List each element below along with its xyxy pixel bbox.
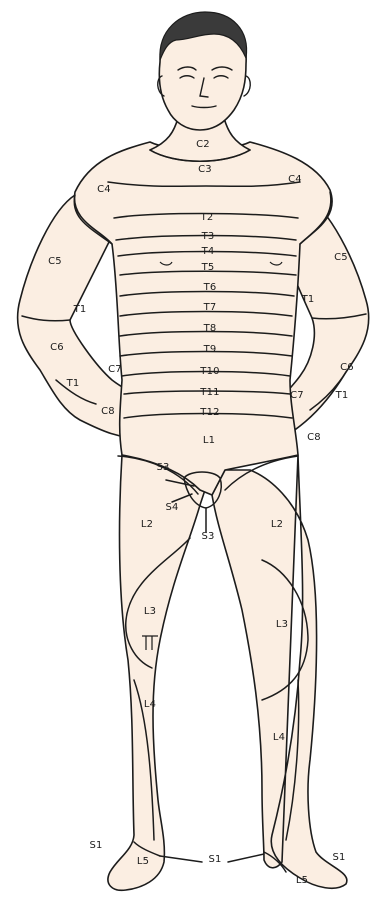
label-l3-right-side: L3 bbox=[144, 607, 156, 617]
label-c6-right-side: C6 bbox=[50, 343, 64, 353]
label-t4: T4 bbox=[202, 247, 215, 257]
label-l2-right-side: L2 bbox=[141, 520, 153, 530]
label-c4-left-side: C4 bbox=[288, 175, 302, 185]
label-s4: S4 bbox=[165, 503, 178, 513]
label-c7-right-side: C7 bbox=[108, 365, 122, 375]
label-l1: L1 bbox=[203, 436, 215, 446]
label-t3: T3 bbox=[202, 232, 215, 242]
label-t6: T6 bbox=[204, 283, 217, 293]
label-t8: T8 bbox=[204, 324, 217, 334]
label-s1-center: S1 bbox=[208, 855, 221, 865]
label-t10: T10 bbox=[200, 367, 219, 377]
label-t2: T2 bbox=[201, 213, 214, 223]
label-t1-arm-left-side: T1 bbox=[302, 295, 315, 305]
label-t12: T12 bbox=[200, 408, 219, 418]
label-l5-left-side: L5 bbox=[296, 876, 308, 886]
label-l2-left-side: L2 bbox=[271, 520, 283, 530]
label-c6-left-side: C6 bbox=[340, 363, 354, 373]
label-c5-right-side: C5 bbox=[48, 257, 62, 267]
label-l4-right-side: L4 bbox=[144, 700, 156, 710]
label-c4-right-side: C4 bbox=[97, 185, 111, 195]
label-t7: T7 bbox=[204, 303, 217, 313]
label-l4-left-side: L4 bbox=[273, 733, 285, 743]
label-s3-lower: S3 bbox=[201, 532, 214, 542]
label-l5-right-side: L5 bbox=[137, 857, 149, 867]
right-leg-outline bbox=[108, 455, 205, 890]
label-t11: T11 bbox=[200, 388, 219, 398]
label-c5-left-side: C5 bbox=[334, 253, 348, 263]
label-t1-forearm-right-side: T1 bbox=[67, 379, 80, 389]
label-c7-left-side: C7 bbox=[290, 391, 304, 401]
label-c8-right-side: C8 bbox=[101, 407, 115, 417]
label-t1-arm-right-side: T1 bbox=[74, 305, 87, 315]
label-c2: C2 bbox=[196, 140, 210, 150]
label-t1-forearm-left-side: T1 bbox=[336, 391, 349, 401]
label-s1-right-side: S1 bbox=[89, 841, 102, 851]
label-s1-left-side: S1 bbox=[332, 853, 345, 863]
label-s3-upper: S3 bbox=[156, 463, 169, 473]
label-t5: T5 bbox=[202, 263, 215, 273]
label-c8-left-side: C8 bbox=[307, 433, 321, 443]
label-l3-left-side: L3 bbox=[276, 620, 288, 630]
label-c3: C3 bbox=[198, 165, 212, 175]
label-t9: T9 bbox=[204, 345, 217, 355]
